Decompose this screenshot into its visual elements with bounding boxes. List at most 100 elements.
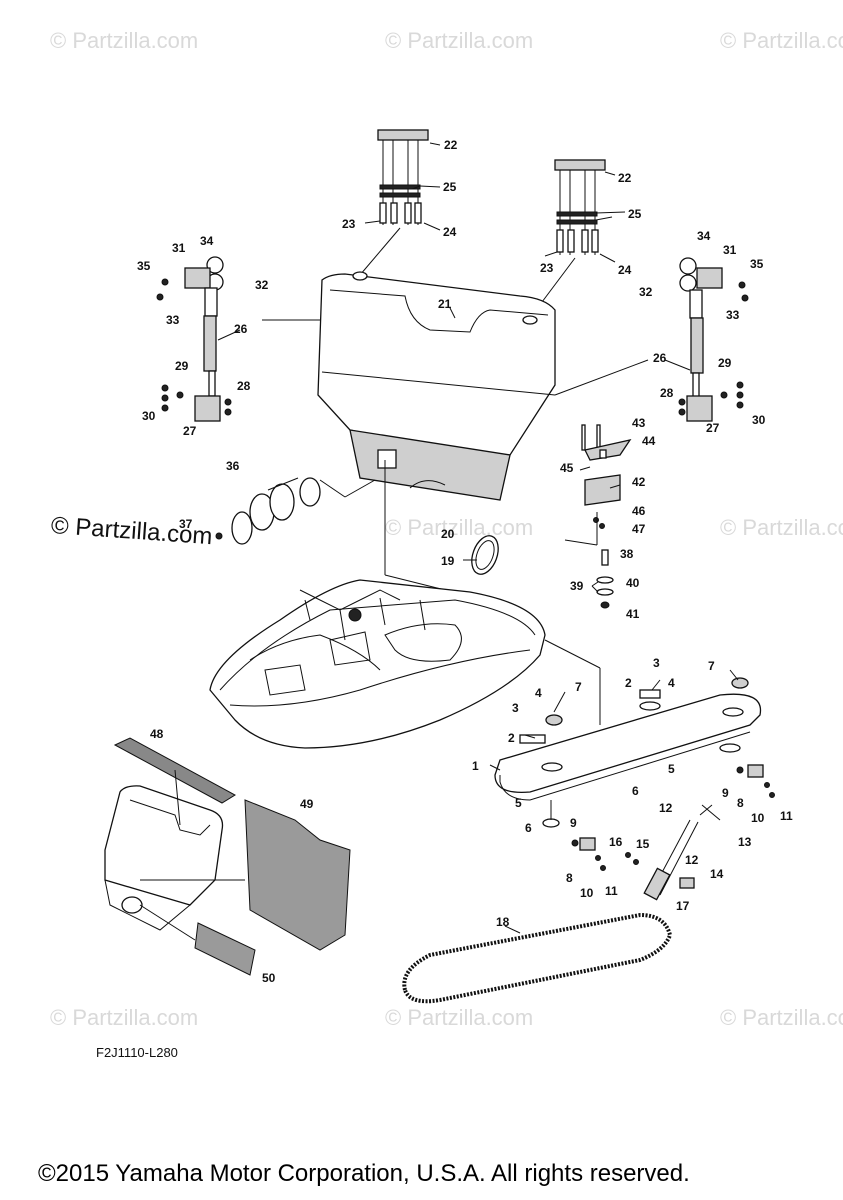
- callout-18: 18: [496, 915, 510, 929]
- callout-45: 45: [560, 461, 574, 475]
- seat-lid: [317, 271, 556, 591]
- callout-10: 10: [580, 886, 594, 900]
- callout-31: 31: [723, 243, 737, 257]
- callout-12: 12: [685, 853, 699, 867]
- watermark: © Partzilla.com: [720, 1005, 843, 1030]
- callout-13: 13: [738, 835, 752, 849]
- watermark: © Partzilla.com: [50, 28, 199, 53]
- hinge-assembly-left: [359, 129, 441, 276]
- deck-panel: [494, 677, 762, 828]
- callout-33: 33: [166, 313, 180, 327]
- callout-28: 28: [660, 386, 674, 400]
- callout-22: 22: [444, 138, 458, 152]
- callout-35: 35: [137, 259, 151, 273]
- callout-24: 24: [443, 225, 457, 239]
- callout-8: 8: [737, 796, 744, 810]
- drawing-code: F2J1110-L280: [96, 1045, 178, 1060]
- callout-11: 11: [780, 809, 793, 823]
- watermark: © Partzilla.com: [50, 1005, 199, 1030]
- callout-4: 4: [668, 676, 675, 690]
- callout-25: 25: [443, 180, 457, 194]
- callout-35: 35: [750, 257, 764, 271]
- callout-7: 7: [708, 659, 715, 673]
- leader-lines: [449, 307, 739, 934]
- callout-30: 30: [752, 413, 766, 427]
- callout-42: 42: [632, 475, 646, 489]
- callout-46: 46: [632, 504, 646, 518]
- gas-strut-left: [156, 256, 325, 422]
- callout-36: 36: [226, 459, 240, 473]
- callout-26: 26: [653, 351, 667, 365]
- callout-47: 47: [632, 522, 646, 536]
- watermark: © Partzilla.com: [385, 1005, 534, 1030]
- watermark: © Partzilla.com: [385, 515, 534, 540]
- bin-mat-48: [113, 737, 236, 826]
- storage-bin: [104, 785, 245, 941]
- callout-7: 7: [575, 680, 582, 694]
- callout-12: 12: [659, 801, 673, 815]
- callout-43: 43: [632, 416, 646, 430]
- callout-5: 5: [515, 796, 522, 810]
- callout-6: 6: [525, 821, 532, 835]
- watermark: © Partzilla.com: [385, 28, 534, 53]
- callout-48: 48: [150, 727, 164, 741]
- callout-25: 25: [628, 207, 642, 221]
- callout-20: 20: [441, 527, 455, 541]
- callout-32: 32: [255, 278, 269, 292]
- lower-hinges: [571, 764, 775, 871]
- callout-4: 4: [535, 686, 542, 700]
- callout-27: 27: [183, 424, 197, 438]
- callout-11: 11: [605, 884, 618, 898]
- hatch-ring: [471, 535, 499, 575]
- callout-22: 22: [618, 171, 632, 185]
- callout-2: 2: [625, 676, 632, 690]
- callout-23: 23: [342, 217, 356, 231]
- callout-39: 39: [570, 579, 584, 593]
- callout-10: 10: [751, 811, 765, 825]
- callout-30: 30: [142, 409, 156, 423]
- callout-44: 44: [642, 434, 656, 448]
- callout-15: 15: [636, 837, 650, 851]
- callouts: 1 2 2 3 3 4 4 5 5 6 6 7 7 8 8 9 9 10 10 …: [137, 138, 793, 985]
- callout-9: 9: [722, 786, 729, 800]
- callout-40: 40: [626, 576, 640, 590]
- callout-28: 28: [237, 379, 251, 393]
- callout-3: 3: [653, 656, 660, 670]
- callout-41: 41: [626, 607, 640, 621]
- callout-2: 2: [508, 731, 515, 745]
- callout-9: 9: [570, 816, 577, 830]
- callout-17: 17: [676, 899, 690, 913]
- callout-49: 49: [300, 797, 314, 811]
- callout-3: 3: [512, 701, 519, 715]
- callout-37: 37: [179, 517, 193, 531]
- gas-strut-lower: [625, 804, 721, 901]
- callout-34: 34: [697, 229, 711, 243]
- hinge-assembly-right: [529, 159, 626, 319]
- callout-27: 27: [706, 421, 720, 435]
- boat-hull: [209, 579, 601, 749]
- callout-32: 32: [639, 285, 653, 299]
- callout-24: 24: [618, 263, 632, 277]
- seal-strip: [402, 912, 673, 1004]
- callout-5: 5: [668, 762, 675, 776]
- callout-19: 19: [441, 554, 455, 568]
- callout-50: 50: [262, 971, 276, 985]
- watermark: © Partzilla.com: [720, 515, 843, 540]
- callout-6: 6: [632, 784, 639, 798]
- watermark: © Partzilla.com: [720, 28, 843, 53]
- bin-mat-50: [194, 922, 256, 976]
- callout-26: 26: [234, 322, 248, 336]
- callout-29: 29: [718, 356, 732, 370]
- callout-23: 23: [540, 261, 554, 275]
- latch-assembly: [564, 424, 632, 609]
- bin-mat-49: [244, 799, 351, 951]
- gas-strut-right: [554, 257, 749, 422]
- callout-31: 31: [172, 241, 186, 255]
- callout-21: 21: [438, 297, 452, 311]
- callout-29: 29: [175, 359, 189, 373]
- callout-34: 34: [200, 234, 214, 248]
- callout-14: 14: [710, 867, 724, 881]
- callout-38: 38: [620, 547, 634, 561]
- callout-1: 1: [472, 759, 479, 773]
